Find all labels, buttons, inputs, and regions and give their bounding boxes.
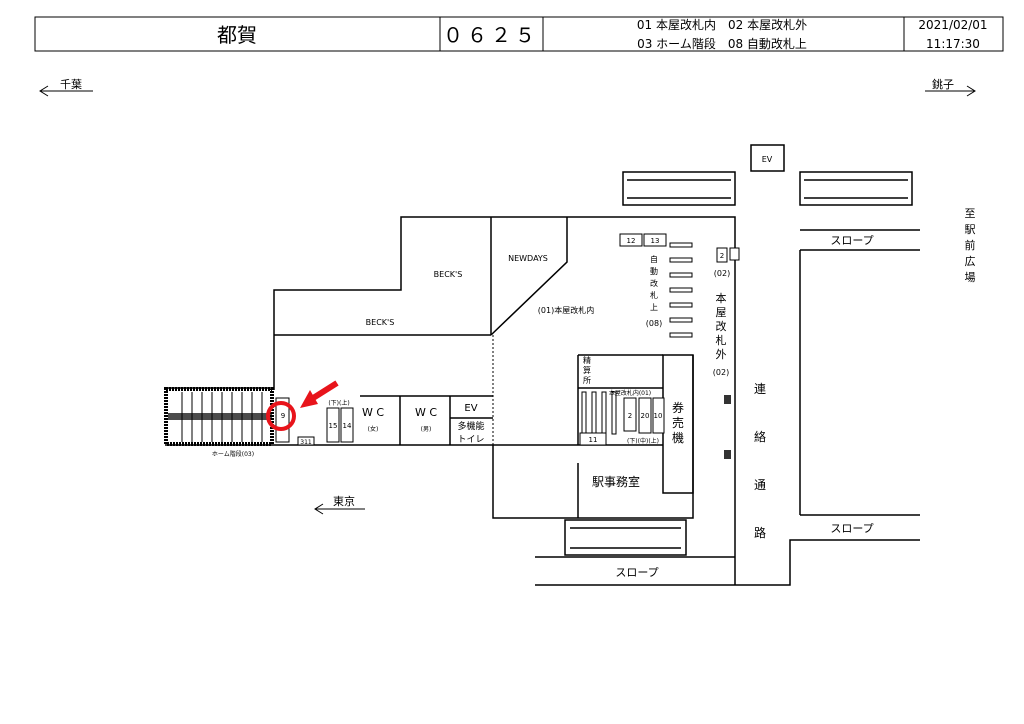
- gate-outside-code: (02): [713, 368, 729, 377]
- time: 11:17:30: [926, 37, 980, 51]
- to-station-plaza-label: 至駅前広場: [965, 207, 976, 284]
- ticket-machine-label: 券売機: [672, 400, 684, 445]
- board-9: 9: [281, 412, 285, 420]
- board-311: 311: [300, 439, 312, 446]
- board-2-top: 2: [720, 252, 724, 260]
- board-11: 11: [589, 436, 598, 444]
- multi-toilet-1: 多機能: [457, 420, 484, 432]
- home-stairs: [164, 387, 274, 446]
- board-15: 15: [329, 422, 338, 430]
- becks-label-2: BECK'S: [366, 318, 395, 327]
- board-13: 13: [651, 237, 660, 245]
- wc-men-sub: (男): [421, 426, 432, 433]
- home-stairs-label: ホーム階段(03): [212, 450, 254, 458]
- station-name: 都賀: [217, 23, 257, 47]
- wc-women-sub: (女): [368, 425, 379, 433]
- board-14: 14: [343, 422, 352, 430]
- lower-mid-upper-label: (下)(中)(上): [627, 437, 659, 445]
- gate-outside-num: (02): [714, 269, 730, 278]
- legend-line-1: 01 本屋改札内 02 本屋改札外: [637, 18, 807, 32]
- auto-gate-label: 自動改札上: [650, 254, 658, 312]
- newdays-label: NEWDAYS: [508, 254, 548, 263]
- fare-adjust-label: 精算所: [583, 355, 591, 385]
- wc-women: W C: [362, 406, 384, 419]
- wc-men: W C: [415, 406, 437, 419]
- board-20: 20: [641, 412, 650, 420]
- auto-gate-code: (08): [646, 319, 662, 328]
- date: 2021/02/01: [918, 18, 987, 32]
- ev-mid: EV: [464, 403, 477, 414]
- gate-inside-label: (01)本屋改札内: [538, 305, 594, 315]
- station-code: ０６２５: [443, 23, 539, 47]
- connecting-passage-label: 連絡通路: [754, 382, 766, 540]
- ev-top: EV: [762, 155, 773, 164]
- header-box: [34, 16, 1004, 52]
- location-marker: [266, 380, 339, 431]
- slope-label-3: スロープ: [615, 566, 658, 579]
- direction-tokyo: 東京: [333, 494, 355, 508]
- becks-label-1: BECK'S: [434, 270, 463, 279]
- gate-outside-label: 本屋改札外: [716, 291, 727, 361]
- multi-toilet-2: トイレ: [457, 435, 484, 445]
- station-office-label: 駅事務室: [592, 474, 640, 489]
- board-10: 10: [654, 412, 663, 420]
- lower-upper-label: (下)(上): [328, 399, 349, 407]
- legend-line-2: 03 ホーム階段 08 自動改札上: [637, 36, 807, 51]
- board-12: 12: [627, 237, 636, 245]
- slope-label-2: スロープ: [830, 522, 873, 535]
- gate-inside-small: 本屋改札内(01): [609, 389, 651, 397]
- direction-chiba: 千葉: [60, 77, 82, 91]
- direction-choshi: 銚子: [932, 77, 954, 91]
- board-2: 2: [628, 412, 632, 420]
- slope-label-1: スロープ: [830, 234, 873, 247]
